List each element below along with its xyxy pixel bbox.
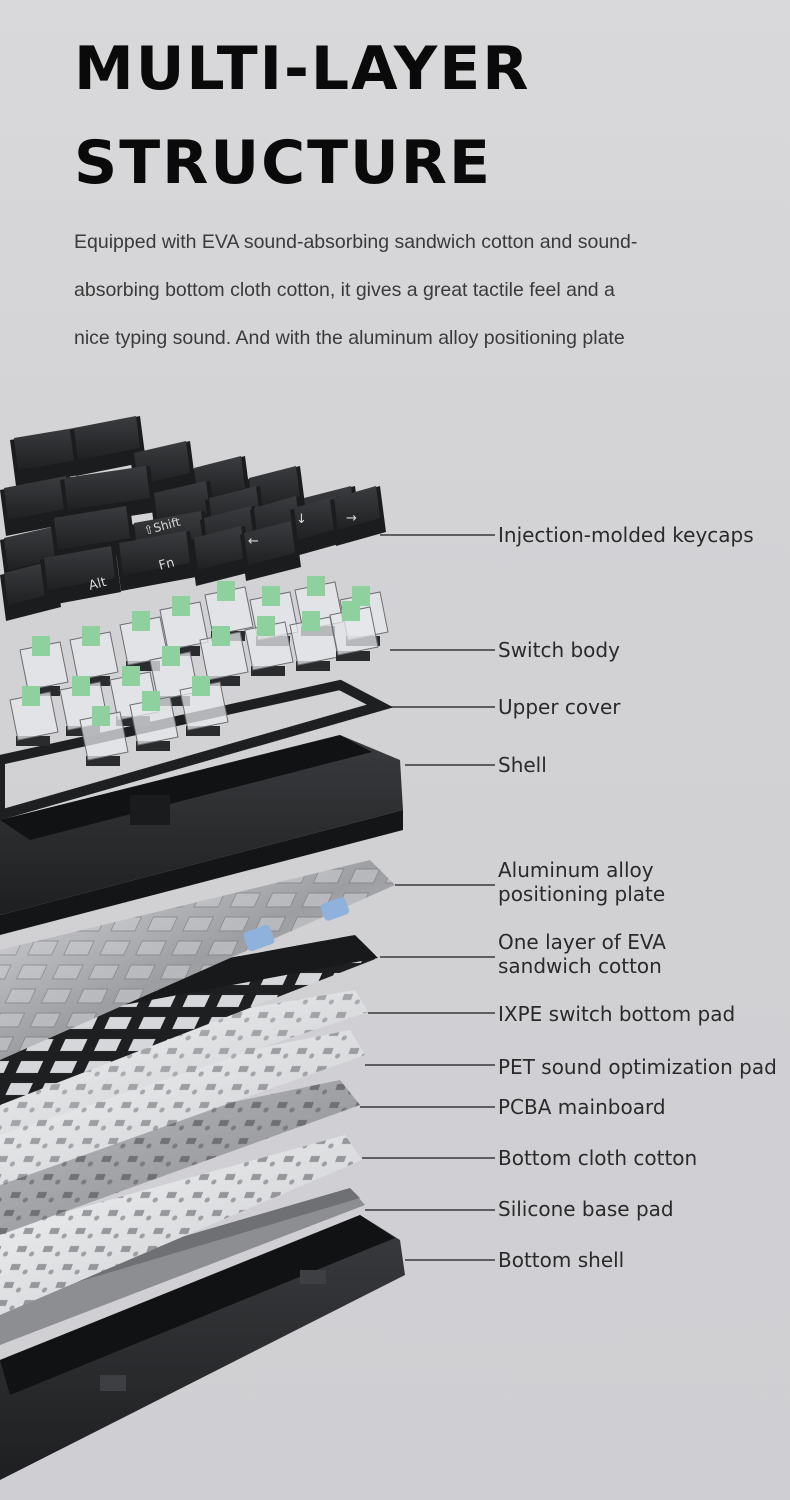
switch <box>199 626 249 686</box>
pet-pad-layer <box>0 1030 365 1185</box>
callout-eva-cotton: One layer of EVA sandwich cotton <box>498 930 666 978</box>
pcba-mainboard-layer <box>0 1080 360 1235</box>
keycap-legend-down: ↓ <box>296 512 307 527</box>
keycap <box>115 531 196 591</box>
keycap <box>330 486 386 546</box>
leader-lines <box>360 534 495 1261</box>
switch <box>19 636 69 696</box>
bottom-shell-layer <box>0 1215 405 1480</box>
callout-ixpe-pad: IXPE switch bottom pad <box>498 1002 736 1026</box>
callout-switch-body: Switch body <box>498 638 620 662</box>
keycap <box>240 521 301 581</box>
switch <box>79 706 129 766</box>
callout-keycaps: Injection-molded keycaps <box>498 523 754 547</box>
switch <box>119 611 169 671</box>
switch <box>9 686 59 746</box>
title-line-2: STRUCTURE <box>74 128 492 198</box>
callout-aluminum-plate-line-2: positioning plate <box>498 882 666 906</box>
bottom-cloth-cotton-layer <box>0 1135 362 1315</box>
switch <box>159 596 209 656</box>
callout-eva-cotton-line-1: One layer of EVA <box>498 930 666 954</box>
callout-pcba: PCBA mainboard <box>498 1095 666 1119</box>
keycap <box>190 526 251 586</box>
callout-eva-cotton-line-2: sandwich cotton <box>498 954 662 978</box>
shell-layer <box>0 735 403 935</box>
page-title: MULTI-LAYER STRUCTURE <box>74 22 530 210</box>
callout-shell: Shell <box>498 753 547 777</box>
description-line-1: Equipped with EVA sound-absorbing sandwi… <box>74 231 638 253</box>
keycap-legend-left: ← <box>248 534 259 549</box>
keycap-legend-right: → <box>346 511 357 526</box>
switch <box>244 616 294 676</box>
description-line-3: nice typing sound. And with the aluminum… <box>74 327 625 349</box>
aluminum-plate-layer <box>0 860 395 1060</box>
switch <box>69 626 119 686</box>
callout-aluminum-plate-line-1: Aluminum alloy <box>498 858 654 882</box>
title-line-1: MULTI-LAYER <box>74 34 531 104</box>
upper-cover-layer <box>0 679 394 821</box>
description-line-2: absorbing bottom cloth cotton, it gives … <box>74 279 615 301</box>
callout-silicone-pad: Silicone base pad <box>498 1197 674 1221</box>
callout-cloth-cotton: Bottom cloth cotton <box>498 1146 698 1170</box>
switch-body-layer <box>9 576 389 766</box>
keycap-legend-alt: Alt <box>87 575 108 594</box>
switch <box>179 676 229 736</box>
callout-aluminum-plate: Aluminum alloy positioning plate <box>498 858 665 906</box>
keycap <box>60 466 156 526</box>
keycap <box>70 416 146 476</box>
switch <box>329 601 379 661</box>
callout-bottom-shell: Bottom shell <box>498 1248 625 1272</box>
keycaps-layer: Alt Fn ⇧Shift ← ↓ → <box>0 416 386 621</box>
switch <box>129 691 179 751</box>
description: Equipped with EVA sound-absorbing sandwi… <box>74 218 734 362</box>
keycap <box>40 546 121 606</box>
keycap-legend-fn: Fn <box>157 555 176 574</box>
callout-upper-cover: Upper cover <box>498 695 621 719</box>
callout-pet-pad: PET sound optimization pad <box>498 1055 777 1079</box>
ixpe-pad-layer <box>0 990 368 1135</box>
